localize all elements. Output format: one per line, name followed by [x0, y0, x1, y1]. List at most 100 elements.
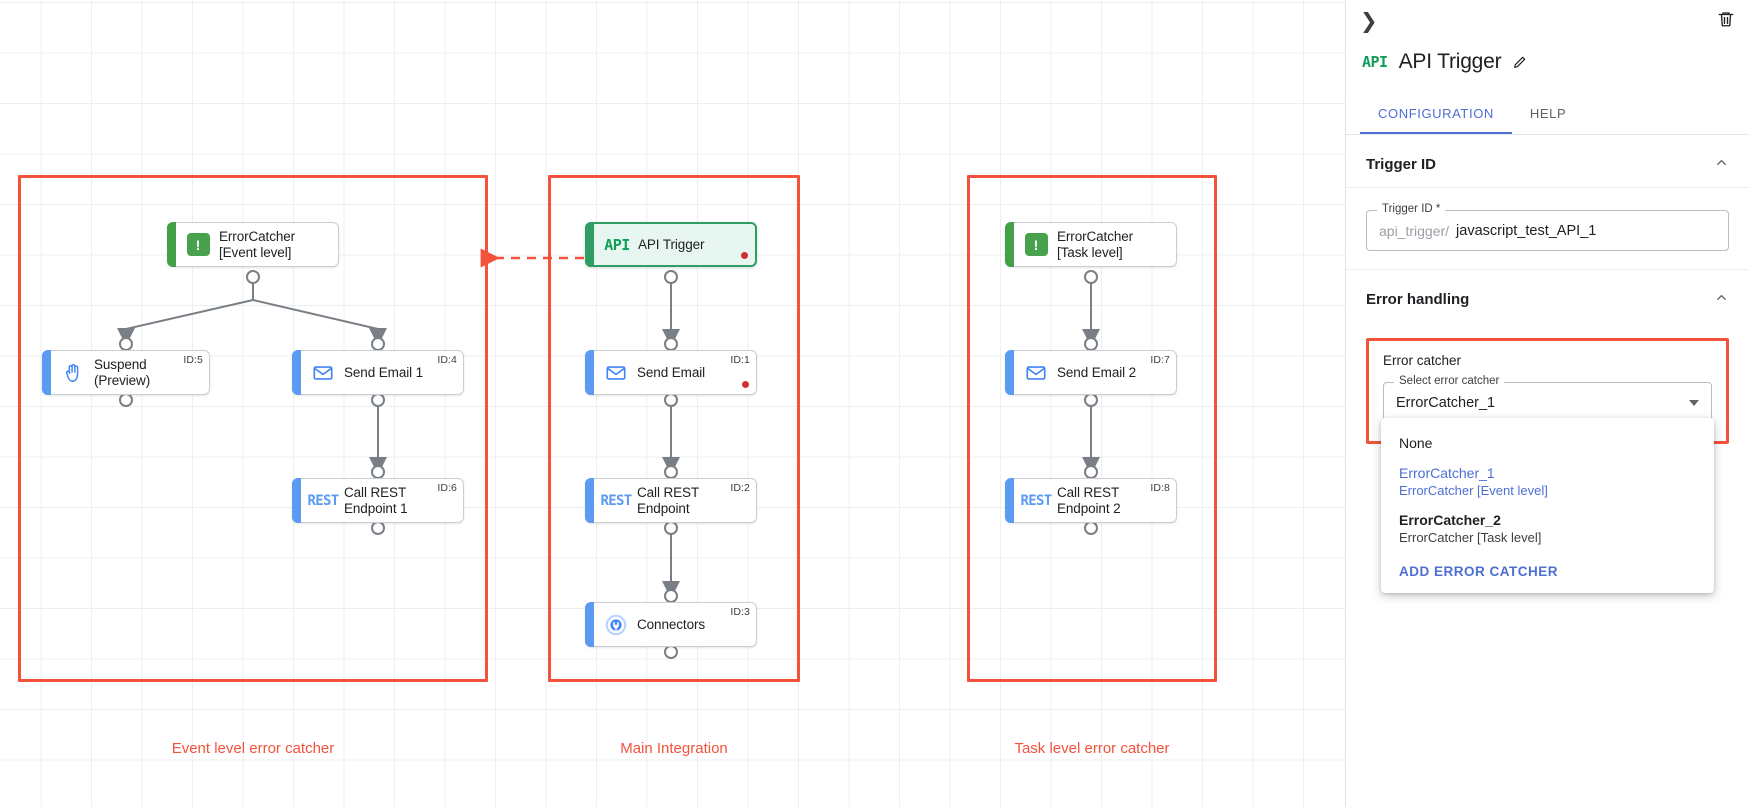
- panel-title-row: API API Trigger: [1346, 42, 1749, 82]
- trigger-id-section-body: Trigger ID * api_trigger/ javascript_tes…: [1346, 188, 1749, 270]
- error-catcher-label: Error catcher: [1383, 353, 1462, 368]
- node-email2[interactable]: Send Email 2 ID:7: [1005, 350, 1177, 395]
- node-accent-bar: [292, 350, 301, 395]
- api-icon: API: [1362, 53, 1388, 71]
- node-accent-bar: [42, 350, 51, 395]
- select-error-catcher[interactable]: Select error catcher ErrorCatcher_1: [1383, 375, 1712, 423]
- node-accent-bar: [1005, 350, 1014, 395]
- panel-tabs: CONFIGURATION HELP: [1346, 98, 1749, 135]
- node-label: Send Email: [637, 364, 706, 380]
- error-catcher-highlight-box: Error catcher Select error catcher Error…: [1366, 338, 1729, 593]
- node-label: API Trigger: [638, 236, 705, 252]
- panel-topbar: ❯: [1346, 0, 1749, 42]
- node-id-tag: ID:5: [183, 354, 203, 366]
- tab-configuration[interactable]: CONFIGURATION: [1360, 98, 1512, 134]
- node-accent-bar: [585, 602, 594, 647]
- node-label: ErrorCatcher [Task level]: [1057, 228, 1134, 260]
- node-id-tag: ID:4: [437, 354, 457, 366]
- node-icon: !: [177, 233, 219, 256]
- node-icon: REST: [1015, 493, 1057, 509]
- group-label: Main Integration: [620, 740, 728, 757]
- node-ec-event[interactable]: ! ErrorCatcher [Event level]: [167, 222, 339, 267]
- error-catcher-icon: !: [1024, 233, 1048, 256]
- trigger-id-legend: Trigger ID *: [1377, 203, 1446, 215]
- node-label: Send Email 1: [344, 364, 424, 380]
- node-label: ErrorCatcher [Event level]: [219, 228, 296, 260]
- node-icon: [595, 362, 637, 384]
- group-label: Task level error catcher: [1014, 740, 1170, 757]
- select-error-catcher-legend: Select error catcher: [1394, 375, 1505, 387]
- group-frame: [18, 175, 488, 682]
- trigger-id-prefix: api_trigger/: [1379, 222, 1450, 239]
- chevron-up-icon[interactable]: [1714, 155, 1729, 173]
- dropdown-option-primary: ErrorCatcher_2: [1399, 512, 1501, 528]
- trigger-id-field[interactable]: Trigger ID * api_trigger/ javascript_tes…: [1366, 203, 1729, 251]
- rest-icon: REST: [600, 492, 633, 509]
- side-panel: ❯ API API Trigger CONFIGURATION HELP: [1345, 0, 1749, 807]
- chevron-right-icon[interactable]: ❯: [1360, 9, 1378, 33]
- node-accent-bar: [1005, 478, 1014, 523]
- group-label: Event level error catcher: [171, 740, 335, 757]
- error-catcher-icon: !: [186, 233, 210, 256]
- node-icon: [52, 361, 94, 385]
- node-accent-bar: [1005, 222, 1014, 267]
- workflow-canvas[interactable]: Event level error catcher Main Integratio…: [0, 0, 1345, 807]
- select-error-catcher-value: ErrorCatcher_1: [1396, 394, 1496, 411]
- node-label: Connectors: [637, 616, 706, 632]
- node-id-tag: ID:7: [1150, 354, 1170, 366]
- node-icon: API: [596, 236, 638, 254]
- trash-icon[interactable]: [1717, 10, 1735, 33]
- node-id-tag: ID:8: [1150, 482, 1170, 494]
- dropdown-option-primary: None: [1399, 435, 1433, 451]
- node-label: Call REST Endpoint: [637, 484, 700, 516]
- dropdown-option-primary: ErrorCatcher_1: [1399, 465, 1495, 481]
- node-ec-task[interactable]: ! ErrorCatcher [Task level]: [1005, 222, 1177, 267]
- node-icon: [1015, 362, 1057, 384]
- rest-icon: REST: [1020, 492, 1053, 509]
- node-id-tag: ID:1: [730, 354, 750, 366]
- trigger-id-heading: Trigger ID: [1366, 155, 1437, 173]
- node-email1[interactable]: Send Email 1 ID:4: [292, 350, 464, 395]
- node-email[interactable]: Send Email ID:1: [585, 350, 757, 395]
- envelope-icon: [605, 362, 627, 384]
- node-label: Call REST Endpoint 1: [344, 484, 408, 516]
- group-frame: [548, 175, 800, 682]
- node-accent-bar: [585, 478, 594, 523]
- error-handling-heading: Error handling: [1366, 290, 1470, 308]
- error-handling-section-header[interactable]: Error handling: [1346, 270, 1749, 322]
- node-accent-bar: [292, 478, 301, 523]
- chevron-up-icon[interactable]: [1714, 290, 1729, 308]
- add-error-catcher-button[interactable]: ADD ERROR CATCHER: [1399, 564, 1558, 579]
- node-error-indicator: [741, 252, 748, 259]
- trigger-id-input[interactable]: javascript_test_API_1: [1456, 222, 1597, 239]
- pencil-icon[interactable]: [1512, 54, 1528, 70]
- chevron-down-icon[interactable]: [1689, 399, 1699, 406]
- page-title: API Trigger: [1398, 50, 1502, 73]
- node-icon: REST: [302, 493, 344, 509]
- trigger-id-section-header[interactable]: Trigger ID: [1346, 135, 1749, 188]
- node-suspend[interactable]: Suspend (Preview) ID:5: [42, 350, 210, 395]
- node-label: Call REST Endpoint 2: [1057, 484, 1121, 516]
- node-icon: [595, 613, 637, 637]
- connectors-icon: [604, 613, 628, 637]
- node-error-indicator: [742, 381, 749, 388]
- tab-help[interactable]: HELP: [1529, 106, 1567, 121]
- rest-icon: REST: [307, 492, 340, 509]
- node-accent-bar: [167, 222, 176, 267]
- node-icon: !: [1015, 233, 1057, 256]
- node-label: Send Email 2: [1057, 364, 1137, 380]
- dropdown-option-secondary: ErrorCatcher [Event level]: [1399, 483, 1548, 498]
- node-icon: [302, 362, 344, 384]
- dropdown-option[interactable]: None: [1381, 428, 1714, 458]
- dropdown-option-secondary: ErrorCatcher [Task level]: [1399, 530, 1542, 545]
- hand-icon: [62, 361, 84, 385]
- node-label: Suspend (Preview): [94, 356, 151, 388]
